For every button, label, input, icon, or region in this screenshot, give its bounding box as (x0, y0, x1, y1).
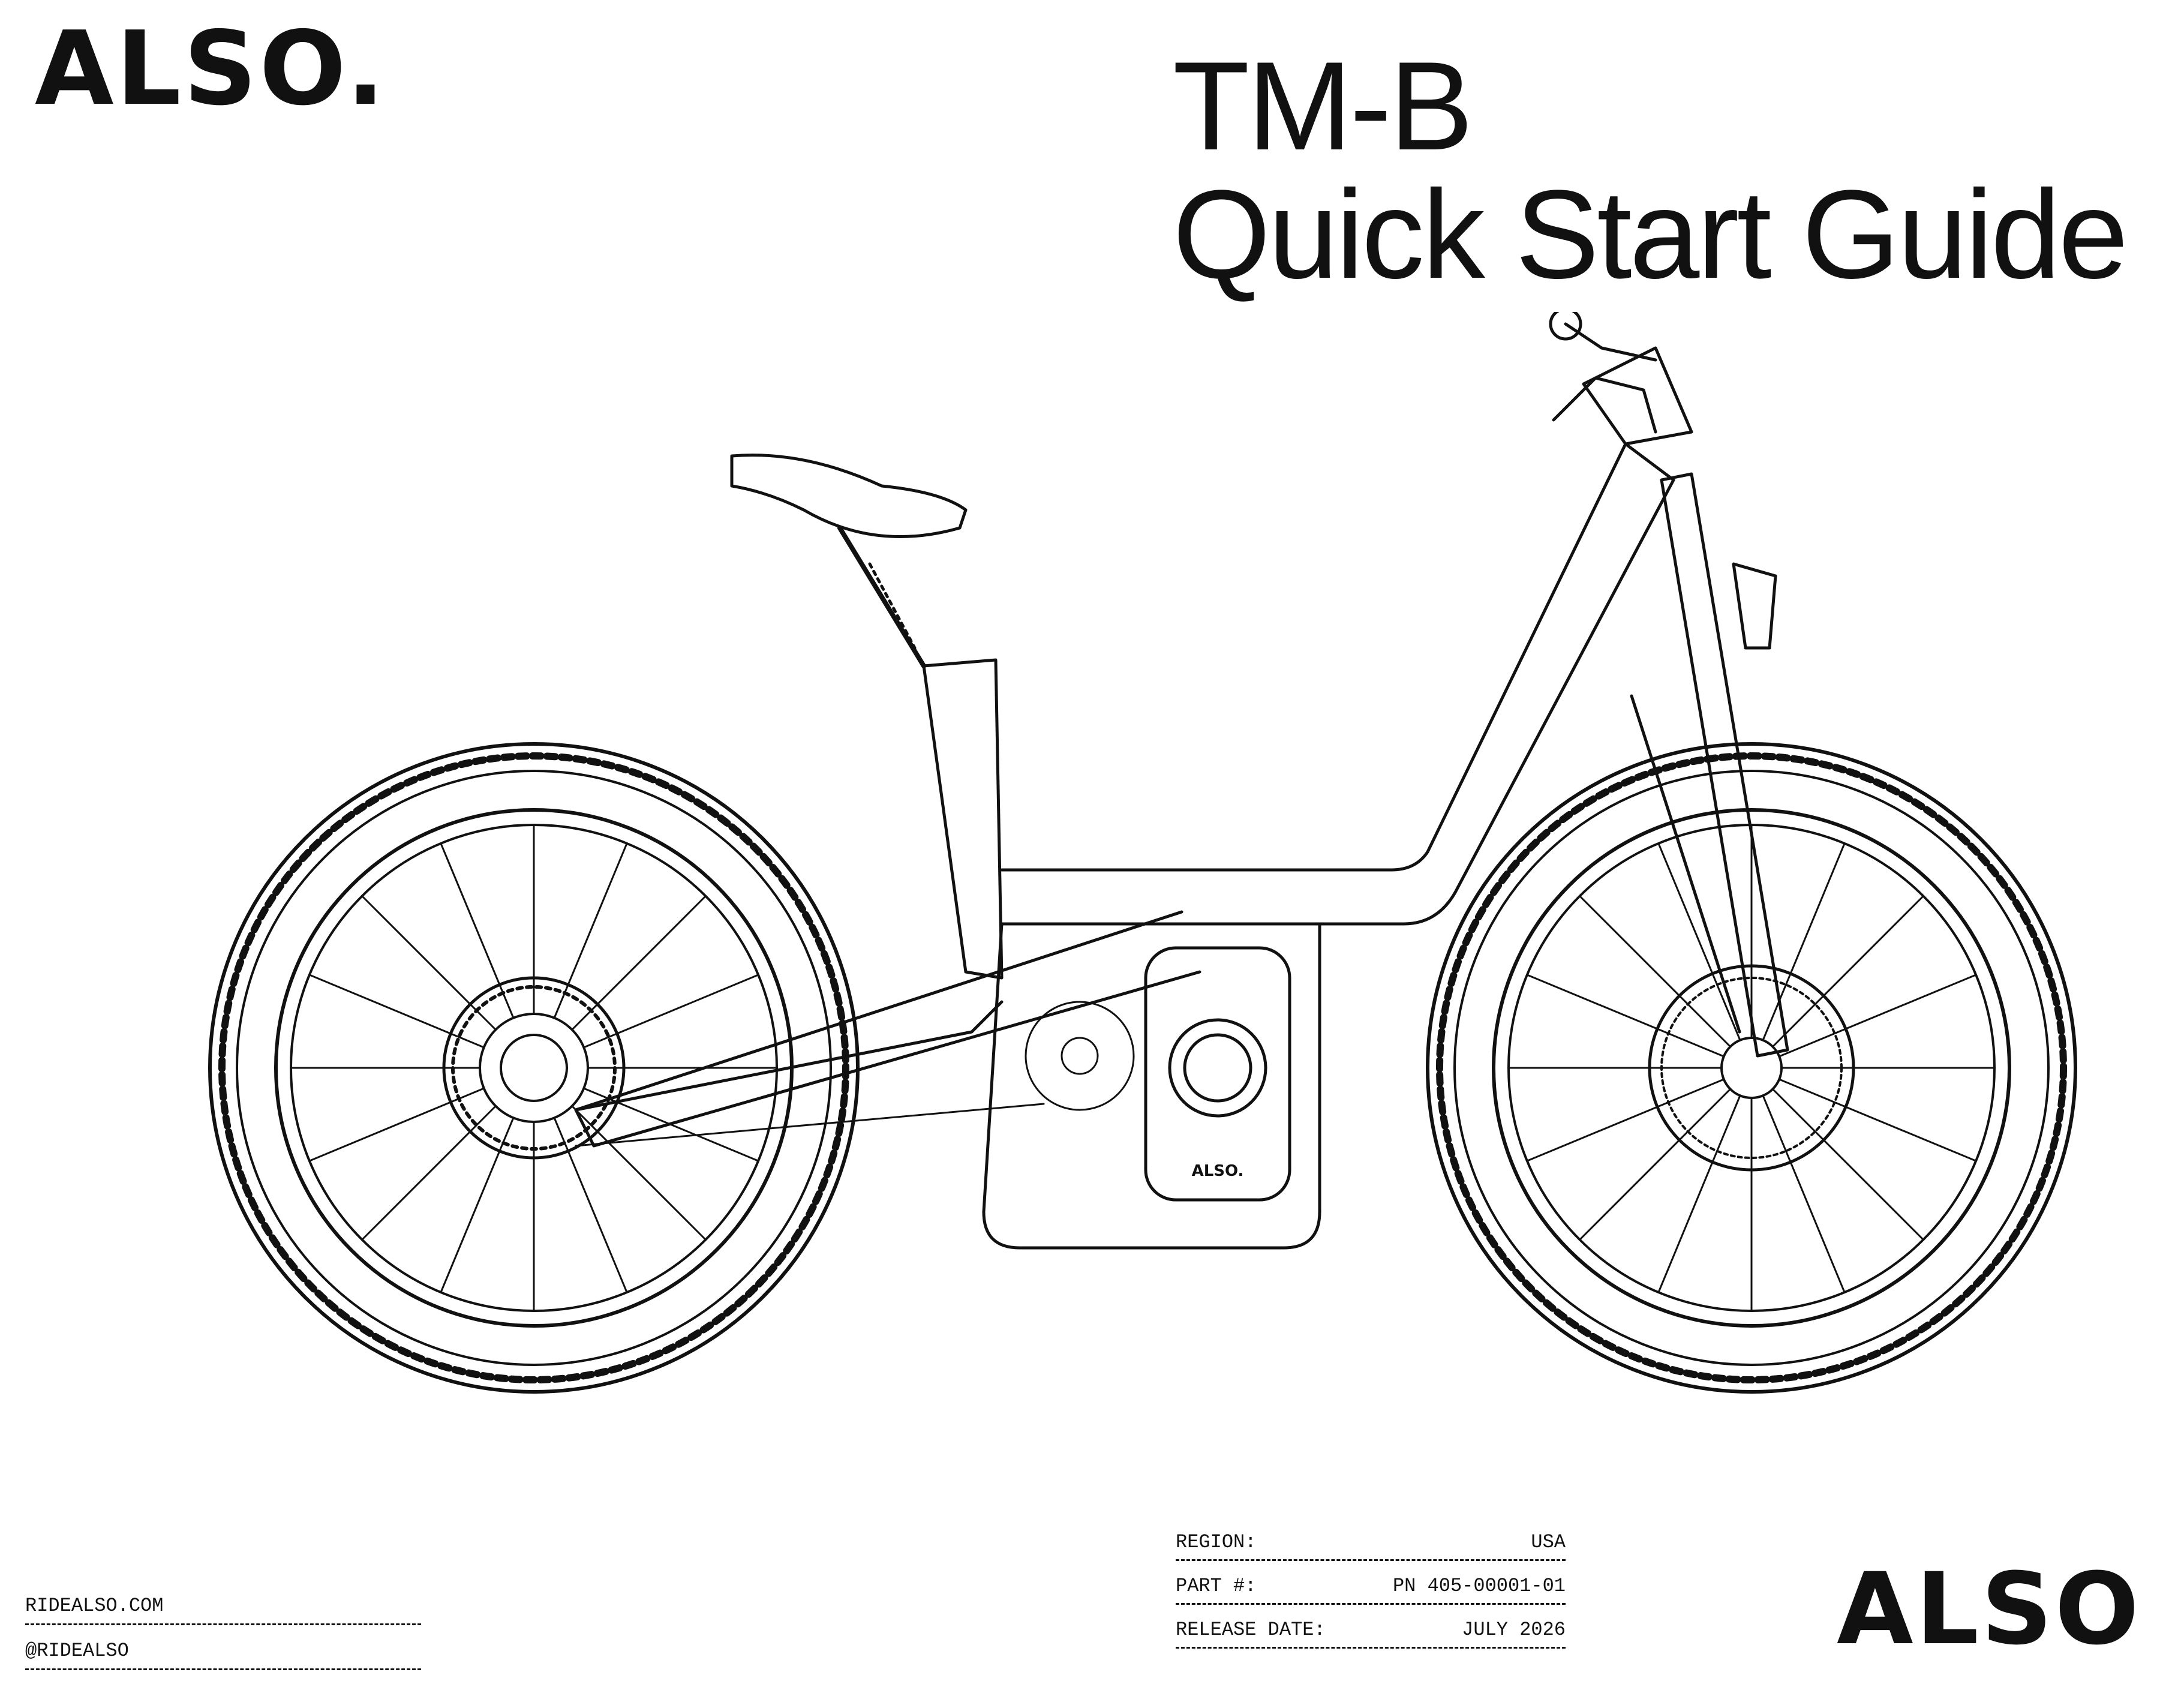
bike-illustration: ALSO. (208, 312, 2077, 1394)
spec-label: REGION: (1176, 1530, 1257, 1553)
website-link[interactable]: RIDEALSO.COM (25, 1594, 164, 1617)
rear-wheel (208, 742, 860, 1394)
contact-block: RIDEALSO.COM @RIDEALSO (25, 1590, 421, 1680)
document-title: TM-B Quick Start Guide (1173, 35, 2128, 305)
spec-value: JULY 2026 (1462, 1618, 1566, 1641)
handlebar (1549, 312, 1777, 650)
spec-label: PART #: (1176, 1574, 1257, 1597)
brand-logo-bottom: ALSO (1837, 1551, 2141, 1667)
front-fork (1630, 472, 1789, 1058)
spec-value: USA (1531, 1530, 1566, 1553)
spec-row-part: PART #: PN 405-00001-01 (1176, 1571, 1566, 1601)
spec-table: REGION: USA PART #: PN 405-00001-01 RELE… (1176, 1527, 1566, 1658)
spec-value: PN 405-00001-01 (1392, 1574, 1566, 1597)
title-model: TM-B (1173, 35, 1473, 176)
social-handle[interactable]: @RIDEALSO (25, 1639, 129, 1662)
dashed-divider (1176, 1647, 1566, 1649)
dashed-divider (1176, 1559, 1566, 1561)
title-subtitle: Quick Start Guide (1173, 164, 2128, 305)
dashed-divider (25, 1668, 421, 1670)
spec-row-release-date: RELEASE DATE: JULY 2026 (1176, 1614, 1566, 1644)
bike-frame (574, 346, 1693, 1250)
frame-badge: ALSO. (1192, 1162, 1244, 1180)
dashed-divider (25, 1623, 421, 1625)
spec-label: RELEASE DATE: (1176, 1618, 1326, 1641)
front-wheel (1426, 742, 2077, 1394)
brand-logo-top: ALSO. (35, 10, 387, 128)
dashed-divider (1176, 1603, 1566, 1605)
saddle (730, 454, 968, 668)
spec-row-region: REGION: USA (1176, 1527, 1566, 1557)
